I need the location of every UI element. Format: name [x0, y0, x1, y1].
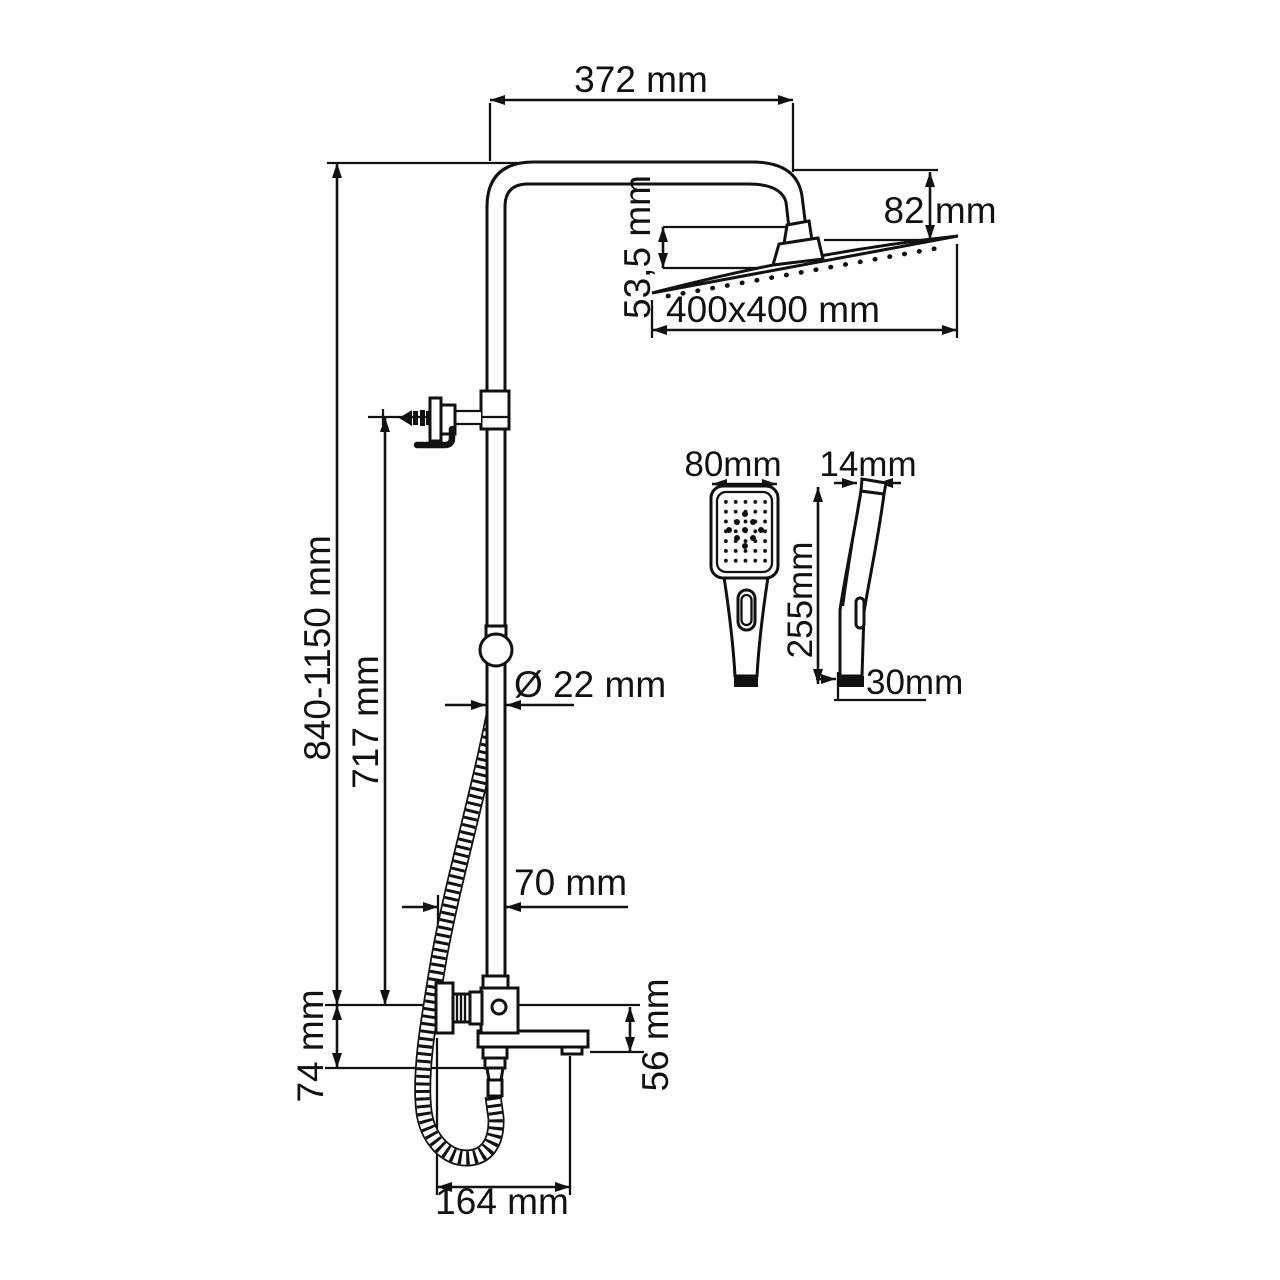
- dim-label-column-height: 840-1150 mm: [297, 535, 338, 761]
- dim-label-arm-width: 372 mm: [574, 59, 708, 100]
- dim-head-offset: 53,5 mm: [617, 175, 668, 319]
- dim-column-height: 840-1150 mm: [297, 163, 342, 1005]
- inlet-fitting: [859, 477, 888, 496]
- dimension-lines: 372 mm 82 mm 53,5 mm 400x400 mm 840-1150…: [290, 59, 997, 1222]
- dim-handshower-thickness: 14mm: [819, 445, 917, 488]
- inlet-cap-side: [839, 676, 864, 687]
- dim-arm-width: 372 mm: [490, 59, 793, 105]
- dim-handshower-width: 80mm: [684, 445, 782, 489]
- dim-label-head-offset: 53,5 mm: [617, 175, 658, 319]
- dim-label-bracket-height: 717 mm: [345, 655, 386, 789]
- mode-button: [736, 588, 757, 632]
- dim-label-spout-reach: 164 mm: [435, 1181, 569, 1222]
- dim-spout-drop: 56 mm: [625, 978, 676, 1092]
- dim-label-handshower-width: 80mm: [684, 445, 781, 484]
- dim-bracket-height: 717 mm: [345, 417, 390, 1005]
- rain-shower-head: [651, 234, 959, 299]
- dim-label-spout-drop: 56 mm: [635, 978, 676, 1091]
- dim-head-drop: 82 mm: [883, 172, 997, 240]
- slider-holder: [478, 624, 514, 668]
- dim-head-size: 400x400 mm: [652, 289, 957, 335]
- dim-label-pipe-diameter: Ø 22 mm: [514, 664, 666, 705]
- dim-label-handshower-length: 255mm: [781, 542, 820, 659]
- hand-shower-front-view: 80mm: [684, 445, 782, 687]
- handshower-hook: [413, 425, 456, 449]
- hand-shower-side-view: 14mm 255mm 30mm: [781, 445, 963, 702]
- dim-label-valve-offset: 70 mm: [514, 862, 627, 903]
- dim-label-head-size: 400x400 mm: [666, 289, 880, 330]
- anchor-screw-icon: [399, 410, 430, 426]
- shower-arm: [485, 160, 808, 412]
- dim-label-handshower-bottom-width: 30mm: [866, 663, 963, 702]
- hose-outlet-stack: [481, 1045, 509, 1098]
- dim-label-valve-drop: 74 mm: [290, 989, 331, 1102]
- mode-button-profile: [854, 596, 866, 630]
- dim-spout-reach: 164 mm: [435, 1181, 570, 1222]
- head-nozzle-dots: [665, 244, 947, 299]
- spray-center-cluster: [726, 511, 764, 549]
- riser-pipe: [485, 410, 507, 982]
- dim-label-head-drop: 82 mm: [883, 190, 996, 231]
- valve-knob: [451, 992, 472, 1024]
- dim-valve-offset: 70 mm: [402, 862, 628, 912]
- inlet-cap: [734, 676, 758, 687]
- bath-spout: [476, 1029, 590, 1056]
- head-connector: [770, 219, 825, 267]
- shower-hose: [414, 698, 506, 1167]
- dim-valve-drop: 74 mm: [290, 989, 342, 1103]
- wall-bracket: [399, 389, 511, 449]
- mixer-valve: [434, 974, 520, 1035]
- face-contour: [841, 499, 861, 607]
- dim-handshower-bottom-width: 30mm: [816, 663, 963, 702]
- dim-pipe-diameter: Ø 22 mm: [445, 664, 666, 710]
- dim-handshower-length: 255mm: [781, 487, 823, 684]
- dim-label-handshower-thickness: 14mm: [819, 445, 916, 484]
